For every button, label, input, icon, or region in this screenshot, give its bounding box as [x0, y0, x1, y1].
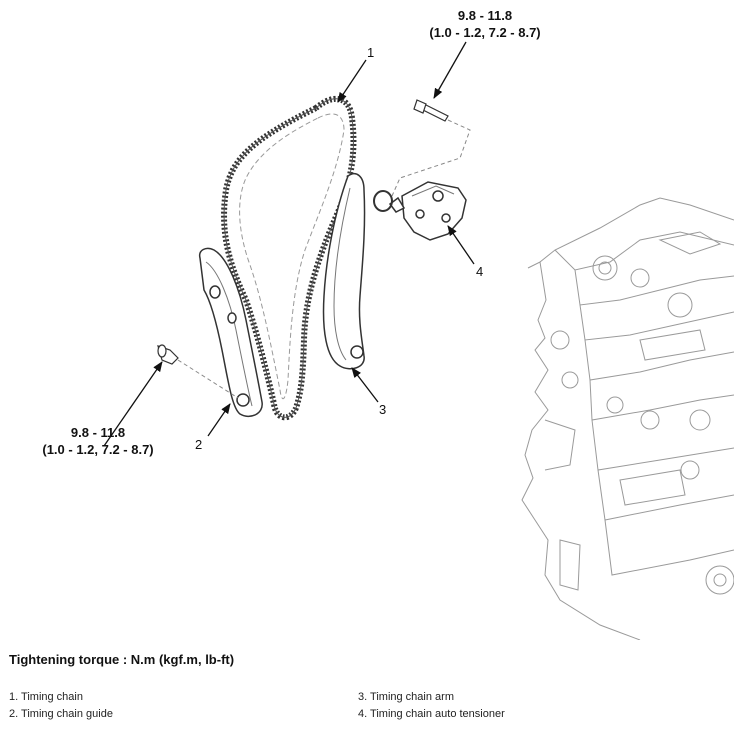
engine-block-outline: [521, 197, 734, 640]
timing-chain-guide: [198, 247, 263, 418]
legend-item-3: 3. Timing chain arm: [358, 691, 454, 703]
callout-4: 4: [476, 264, 484, 279]
tensioner-bolt-centerline: [391, 119, 471, 197]
callout-2: 2: [195, 437, 203, 452]
timing-chain-arm: [322, 172, 366, 370]
torque-left-value: 9.8 - 11.8: [70, 425, 126, 440]
legend-item-1: 1. Timing chain: [9, 691, 83, 703]
torque-top-conversion: (1.0 - 1.2, 7.2 - 8.7): [429, 25, 541, 40]
exploded-view-diagram: [103, 41, 734, 640]
torque-top-value: 9.8 - 11.8: [457, 8, 513, 23]
tensioner-bolt: [413, 99, 449, 122]
torque-spec-left: 9.8 - 11.8 (1.0 - 1.2, 7.2 - 8.7): [20, 424, 176, 458]
timing-chain: [221, 95, 357, 421]
legend-item-4: 4. Timing chain auto tensioner: [358, 708, 505, 720]
caption-title: Tightening torque : N.m (kgf.m, lb-ft): [9, 652, 235, 667]
guide-bolt: [157, 344, 179, 365]
callout-3: 3: [379, 402, 387, 417]
callout-1: 1: [367, 45, 375, 60]
leader-arrows: [103, 41, 475, 447]
legend-item-2: 2. Timing chain guide: [9, 708, 113, 720]
torque-spec-top: 9.8 - 11.8 (1.0 - 1.2, 7.2 - 8.7): [400, 7, 570, 41]
guide-bolt-centerline: [177, 359, 239, 399]
torque-left-conversion: (1.0 - 1.2, 7.2 - 8.7): [42, 442, 154, 457]
